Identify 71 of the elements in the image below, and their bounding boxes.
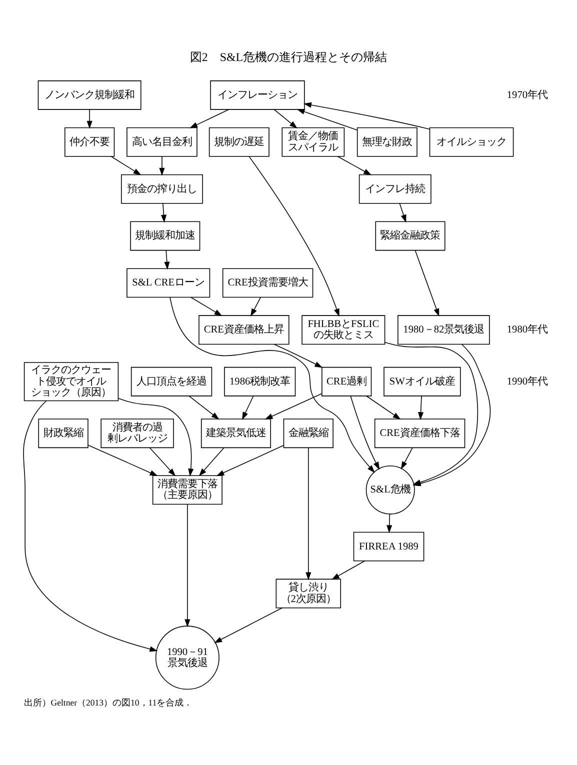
- arrow: [23, 400, 158, 652]
- arrow: [190, 296, 222, 316]
- arrow: [214, 607, 283, 643]
- node-box: 財政緊縮: [38, 418, 88, 448]
- node-box: CRE資産価格下落: [374, 418, 466, 448]
- arrow: [118, 398, 194, 476]
- arrow: [190, 108, 230, 128]
- arrow: [400, 446, 413, 469]
- node-box: 消費者の過剰レバレッジ: [100, 418, 174, 448]
- arrow: [159, 156, 165, 176]
- node-box: 金融緊縮: [283, 418, 334, 448]
- arrow: [337, 156, 372, 175]
- arrow: [264, 392, 322, 420]
- node-box: 賃金／物価スパイラル: [282, 126, 345, 156]
- node-box: 建築景気低迷: [200, 418, 271, 448]
- node-box: インフレ持続: [358, 174, 432, 204]
- arrow: [184, 503, 190, 627]
- node-box: 緊縮金融政策: [375, 220, 446, 250]
- arrow: [248, 156, 340, 316]
- node-box: オイルショック: [429, 126, 514, 156]
- node-box: 人口頂点を経過: [130, 366, 212, 396]
- node-box: 規制の遅延: [208, 126, 270, 156]
- arrow: [274, 343, 323, 368]
- arrow: [170, 296, 375, 472]
- arrow: [386, 513, 392, 533]
- node-box: 1980－82景気後退: [398, 314, 490, 344]
- node-box: 無理な財政: [356, 126, 418, 156]
- node-box: CRE過剰: [322, 366, 372, 396]
- arrow: [414, 250, 440, 316]
- node-box: FHLBBとFSLICの失敗とミス: [302, 314, 386, 344]
- node-box: FIRREA 1989: [353, 531, 424, 561]
- node-box: 規制緩和加速: [130, 220, 200, 250]
- label: 1990年代: [506, 376, 548, 387]
- arrow: [366, 395, 401, 420]
- arrow: [350, 395, 380, 470]
- caption: 出所）Geltner（2013）の図10，11を合成．: [24, 697, 193, 708]
- arrow: [306, 447, 312, 580]
- arrow: [164, 250, 170, 270]
- node-box: ノンバンク規制緩和: [38, 80, 142, 110]
- node-box: 1986税制改革: [224, 366, 296, 396]
- arrow: [242, 395, 254, 420]
- diagram-title: 図2 S&L危機の進行過程とその帰結: [190, 49, 388, 64]
- node-box: CRE投資需要増大: [222, 268, 314, 298]
- node-box: S&L CREローン: [126, 268, 210, 298]
- node-box: 預金の搾り出し: [120, 174, 203, 204]
- node-box: 仲介不要: [64, 126, 115, 156]
- arrow: [274, 108, 298, 128]
- arrow: [188, 395, 220, 420]
- arrow: [160, 202, 166, 222]
- arrow: [250, 296, 262, 316]
- arrow: [331, 560, 366, 580]
- node-box: イラクのクウェート侵攻でオイルショック（原因）: [24, 362, 119, 401]
- label: 1980年代: [506, 324, 548, 336]
- node-box: SWオイル破産: [384, 366, 461, 396]
- arrow: [149, 446, 176, 476]
- node-box: 消費需要下落（主要原因）: [152, 474, 222, 504]
- node-box: CRE資産価格上昇: [198, 314, 290, 344]
- arrow: [110, 156, 142, 175]
- arrow: [303, 102, 430, 130]
- arrow: [88, 444, 158, 476]
- label: 1970年代: [506, 89, 548, 100]
- arrow: [86, 108, 92, 128]
- node-box: インフレーション: [210, 80, 305, 110]
- arrow: [418, 395, 424, 420]
- arrow: [198, 446, 224, 476]
- arrow: [216, 444, 284, 476]
- arrow: [399, 202, 406, 222]
- arrow: [296, 108, 358, 130]
- node-box: 貸し渋り（2次原因）: [276, 578, 342, 608]
- node-circle: 1990－91景気後退: [155, 625, 220, 690]
- node-box: 高い名目金利: [126, 126, 198, 156]
